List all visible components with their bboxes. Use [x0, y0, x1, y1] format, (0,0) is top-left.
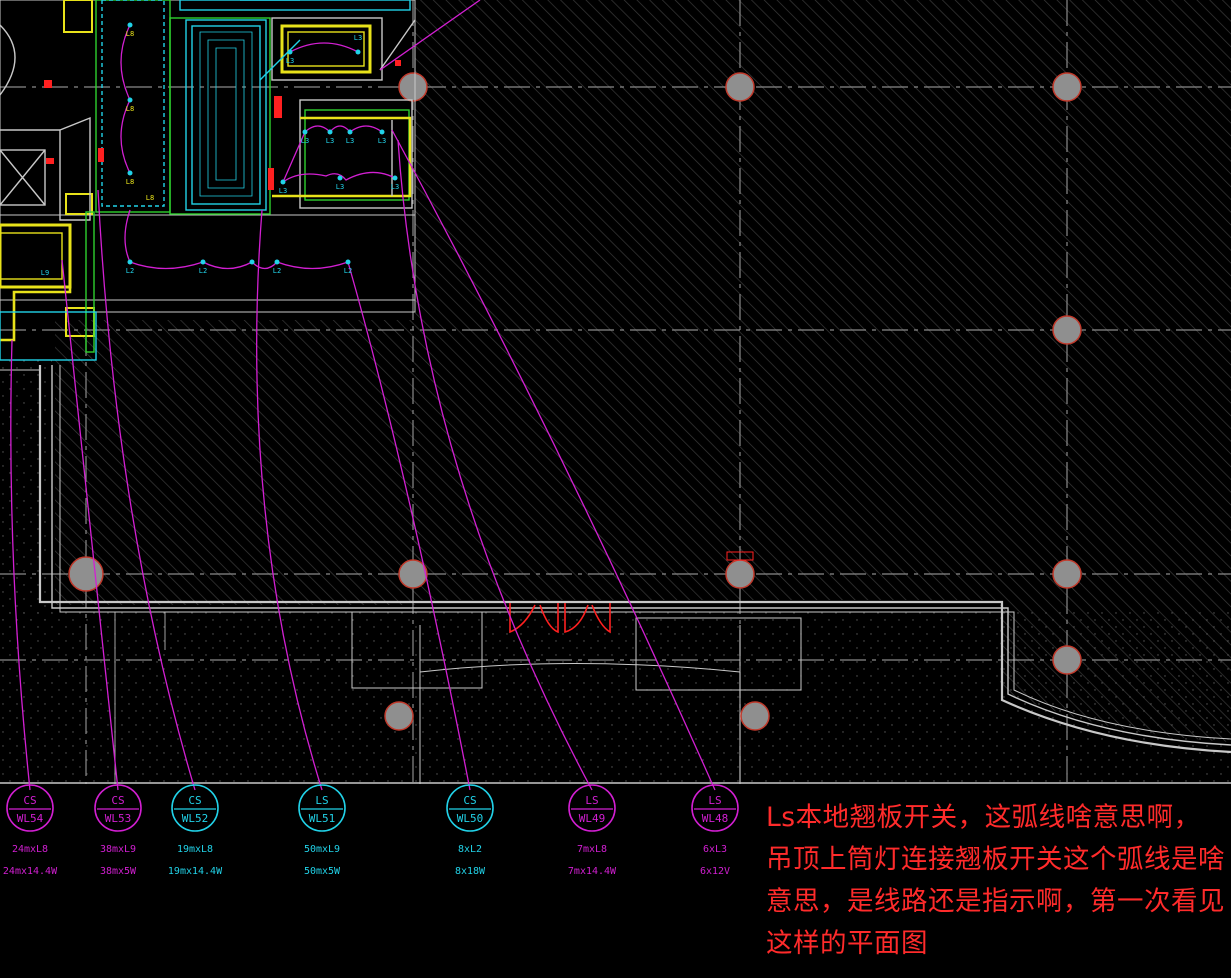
fixture-tag: L8 — [126, 105, 134, 113]
circuit-spec-length: 6xL3 — [703, 844, 727, 855]
red-room-marks — [44, 60, 401, 190]
switch-circle — [171, 784, 219, 832]
switch-type-label: LS — [708, 794, 721, 807]
circuit-symbol-wl53: CS WL53 38mxL9 38mx5W — [94, 784, 142, 877]
fixture-tag: L3 — [286, 57, 294, 65]
switch-circle — [6, 784, 54, 832]
circuit-spec-load: 50mx5W — [304, 866, 341, 877]
fixture-tag: L2 — [273, 267, 281, 275]
fixture-tag: L2 — [126, 267, 134, 275]
upper-left-rooms — [0, 0, 416, 361]
circuit-number-label: WL54 — [17, 812, 44, 825]
fixture-tag: L3 — [346, 137, 354, 145]
switch-legend: CSWL5424mxL824mx14.4WCSWL5338mxL938mx5WC… — [3, 784, 739, 877]
circuit-number-label: WL51 — [309, 812, 336, 825]
fixture-tag: L3 — [301, 137, 309, 145]
switch-circle — [298, 784, 346, 832]
column-tag — [726, 551, 754, 561]
door-symbol — [509, 603, 611, 634]
switch-circle — [691, 784, 739, 832]
fixture-tag: L3 — [354, 34, 362, 42]
fixture-tag: L2 — [344, 267, 352, 275]
circuit-spec-length: 38mxL9 — [100, 844, 136, 855]
circuit-symbol-wl50: CS WL50 8xL2 8x18W — [446, 784, 494, 877]
circuit-number-label: WL50 — [457, 812, 484, 825]
circuit-number-label: WL48 — [702, 812, 729, 825]
circuit-spec-load: 7mx14.4W — [568, 866, 617, 877]
dotted-floor-zone — [0, 360, 1231, 784]
switch-type-label: CS — [463, 794, 476, 807]
switch-circle — [94, 784, 142, 832]
fixture-tag: L9 — [41, 269, 49, 277]
switch-type-label: LS — [585, 794, 598, 807]
circuit-spec-load: 6x12V — [700, 866, 730, 877]
fixture-dots — [127, 22, 398, 265]
switch-type-label: CS — [188, 794, 201, 807]
circuit-symbol-wl52: CS WL52 19mxL8 19mx14.4W — [168, 784, 223, 877]
circuit-spec-length: 19mxL8 — [177, 844, 213, 855]
circuit-spec-load: 19mx14.4W — [168, 866, 223, 877]
circuit-symbol-wl54: CS WL54 24mxL8 24mx14.4W — [3, 784, 58, 877]
circuit-symbol-wl48: LS WL48 6xL3 6x12V — [691, 784, 739, 877]
fixture-tag: L3 — [378, 137, 386, 145]
switch-type-label: LS — [315, 794, 328, 807]
circuit-spec-length: 7mxL8 — [577, 844, 607, 855]
grid-axes — [0, 0, 1231, 784]
circuit-spec-load: 8x18W — [455, 866, 486, 877]
fixture-tag: L8 — [126, 30, 134, 38]
circuit-spec-length: 8xL2 — [458, 844, 482, 855]
question-annotation: Ls本地翘板开关，这弧线啥意思啊，吊顶上筒灯连接翘板开关这个弧线是啥意思，是线路… — [766, 802, 1225, 959]
circuit-number-label: WL49 — [579, 812, 606, 825]
exterior-walls — [0, 359, 1231, 784]
circuit-spec-load: 38mx5W — [100, 866, 137, 877]
hatched-slab — [55, 0, 1231, 742]
switch-circle — [446, 784, 494, 832]
switch-circle — [568, 784, 616, 832]
fixture-tag: L3 — [336, 183, 344, 191]
fixture-tag: L3 — [391, 183, 399, 191]
circuit-spec-load: 24mx14.4W — [3, 866, 58, 877]
fixture-tag: L8 — [146, 194, 154, 202]
circuit-symbol-wl51: LS WL51 50mxL9 50mx5W — [298, 784, 346, 877]
fixture-tag: L3 — [279, 187, 287, 195]
circuit-number-label: WL52 — [182, 812, 209, 825]
switch-type-label: CS — [23, 794, 36, 807]
circuit-number-label: WL53 — [105, 812, 132, 825]
fixture-tag: L8 — [126, 178, 134, 186]
circuit-spec-length: 50mxL9 — [304, 844, 340, 855]
fixture-tag: L2 — [199, 267, 207, 275]
switch-type-label: CS — [111, 794, 124, 807]
circuit-spec-length: 24mxL8 — [12, 844, 48, 855]
circuit-symbol-wl49: LS WL49 7mxL8 7mx14.4W — [568, 784, 617, 877]
fixture-tag: L3 — [326, 137, 334, 145]
